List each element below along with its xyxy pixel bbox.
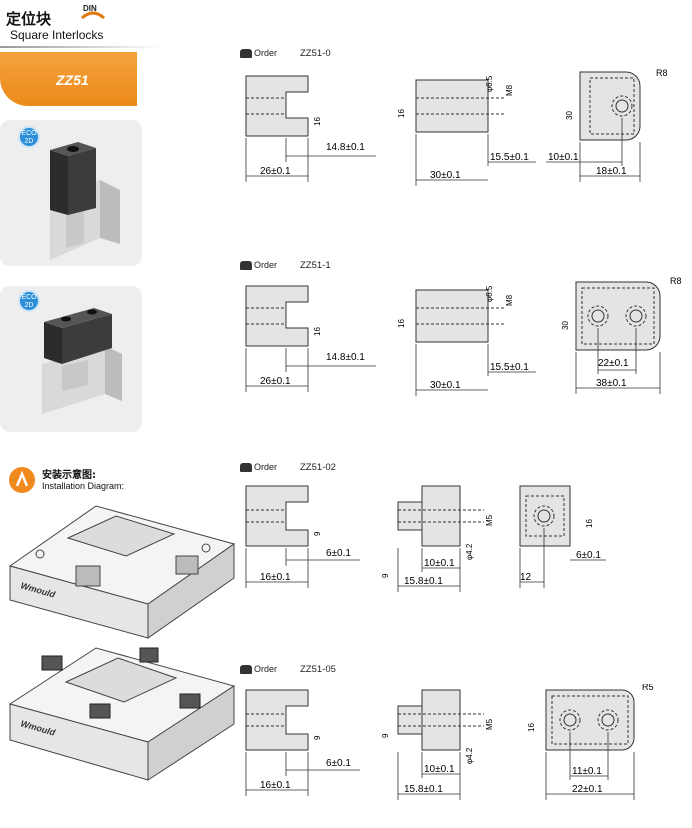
dim-total: 26±0.1 — [260, 376, 291, 387]
dim-l3: 15.8±0.1 — [404, 576, 443, 587]
dim-l2: 15.5±0.1 — [490, 152, 529, 163]
order-row-2: Order — [240, 260, 277, 271]
dim-thread: M5 — [485, 718, 494, 730]
installation-label-en: Installation Diagram: — [42, 481, 125, 491]
dim-l3: 30±0.1 — [430, 170, 461, 181]
dim-length: 6±0.1 — [326, 758, 351, 769]
variant-code: ZZ51-1 — [300, 260, 331, 271]
variant-code: ZZ51-02 — [300, 462, 336, 473]
dim-a: 22±0.1 — [598, 358, 629, 369]
title-chinese: 定位块 — [6, 10, 52, 28]
dim-total: 16±0.1 — [260, 780, 291, 791]
model-code: ZZ51 — [56, 72, 89, 88]
dim-phi: φ4.2 — [465, 543, 474, 560]
variant-code: ZZ51-0 — [300, 48, 331, 59]
dim-total: 16±0.1 — [260, 572, 291, 583]
header-divider — [0, 46, 160, 48]
dim-length: 14.8±0.1 — [326, 352, 365, 363]
dim-tolerance: 9 — [313, 735, 322, 740]
drawing-zz51-1: 14.8±0.1 26±0.1 16 16 φ6.5 M8 15.5±0.1 3… — [245, 276, 682, 396]
dim-width: 16 — [585, 519, 594, 528]
dim-radius: R8 — [656, 68, 668, 78]
dim-l2: 15.5±0.1 — [490, 362, 529, 373]
phone-icon — [240, 261, 252, 271]
order-row-4: Order — [240, 664, 277, 675]
title-english: Square Interlocks — [10, 28, 104, 42]
dim-b: 18±0.1 — [596, 166, 627, 177]
interlock-photo-2 — [42, 308, 122, 414]
order-row-3: Order — [240, 462, 277, 473]
installation-diagram-1: Wmould — [8, 505, 236, 639]
dim-radius: R8 — [670, 276, 682, 286]
installation-icon — [9, 467, 35, 493]
dim-height: 9 — [381, 573, 390, 578]
order-row-1: Order — [240, 48, 277, 59]
phone-icon — [240, 665, 252, 675]
dim-height: 16 — [397, 319, 406, 328]
dim-phi: φ6.5 — [485, 75, 494, 92]
dim-phi: φ4.2 — [465, 747, 474, 764]
model-banner: ZZ51 — [0, 52, 137, 106]
dim-b: 12 — [520, 572, 532, 583]
dim-length: 6±0.1 — [326, 548, 351, 559]
dim-thread: M8 — [505, 84, 514, 96]
drawing-zz51-02: 6±0.1 16±0.1 9 9 φ4.2 M5 10±0.1 15.8±0.1… — [245, 485, 606, 592]
dim-tolerance: 9 — [313, 531, 322, 536]
dim-a: 10±0.1 — [548, 152, 579, 163]
dim-height: 16 — [397, 109, 406, 118]
dim-b: 22±0.1 — [572, 784, 603, 795]
dim-thread: M5 — [485, 514, 494, 526]
installation-diagram-2: Wmould — [8, 647, 236, 781]
din-label: DIN — [83, 4, 97, 13]
dim-tolerance: 16 — [313, 117, 322, 126]
drawing-zz51-05: 6±0.1 16±0.1 9 9 φ4.2 M5 10±0.1 15.8±0.1… — [245, 684, 654, 800]
dim-length: 14.8±0.1 — [326, 142, 365, 153]
drawing-zz51-0: 14.8±0.1 26±0.1 16 16 φ6.5 M8 15.5±0.1 3… — [245, 68, 668, 186]
dim-width: 16 — [527, 723, 536, 732]
dim-l3: 15.8±0.1 — [404, 784, 443, 795]
dim-l3: 30±0.1 — [430, 380, 461, 391]
dim-radius: R5 — [642, 684, 654, 692]
dim-l2: 10±0.1 — [424, 558, 455, 569]
dim-height: 9 — [381, 733, 390, 738]
phone-icon — [240, 49, 252, 59]
installation-label-cn: 安装示意图: — [42, 470, 96, 481]
dim-a: 6±0.1 — [576, 550, 601, 561]
dim-phi: φ6.5 — [485, 285, 494, 302]
dim-width: 30 — [561, 321, 570, 330]
dim-thread: M8 — [505, 294, 514, 306]
din-badge-icon — [80, 11, 106, 20]
dim-l2: 10±0.1 — [424, 764, 455, 775]
dim-a: 11±0.1 — [572, 766, 602, 777]
dim-total: 26±0.1 — [260, 166, 291, 177]
dim-b: 38±0.1 — [596, 378, 627, 389]
phone-icon — [240, 463, 252, 473]
dim-width: 30 — [565, 111, 574, 120]
dim-tolerance: 16 — [313, 327, 322, 336]
interlock-photo-1 — [50, 142, 120, 260]
variant-code: ZZ51-05 — [300, 664, 336, 675]
